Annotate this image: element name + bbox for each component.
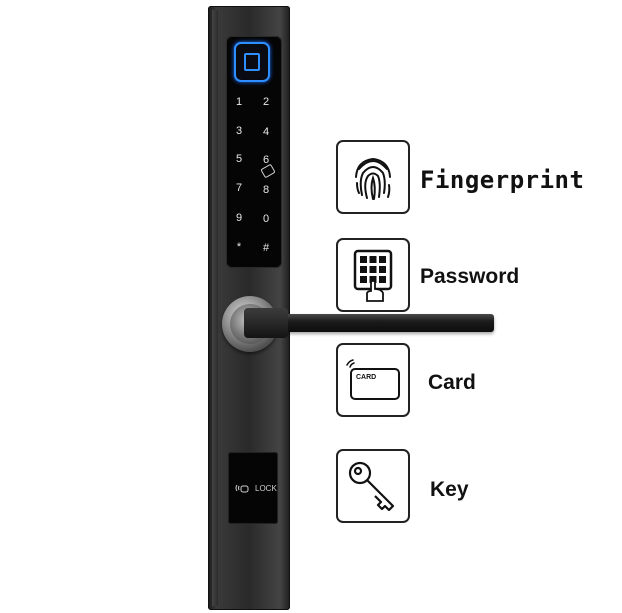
touch-icon — [235, 484, 249, 493]
key-6[interactable]: 6 — [262, 154, 270, 166]
key-5[interactable]: 5 — [235, 153, 243, 165]
door-handle-neck[interactable] — [244, 308, 288, 338]
password-feature-box — [336, 238, 410, 312]
key-label: Key — [430, 478, 469, 501]
key-3[interactable]: 3 — [235, 125, 243, 137]
door-handle-lever[interactable] — [282, 314, 494, 332]
card-icon: CARD — [346, 359, 400, 400]
key-8[interactable]: 8 — [262, 184, 270, 196]
keypad-icon — [353, 249, 393, 302]
fingerprint-feature-box — [336, 140, 410, 214]
lock-label: LOCK — [255, 484, 277, 493]
key-4[interactable]: 4 — [262, 126, 270, 138]
card-icon-text: CARD — [356, 374, 376, 381]
key-7[interactable]: 7 — [235, 182, 243, 194]
password-label: Password — [420, 265, 520, 288]
key-2[interactable]: 2 — [262, 96, 270, 108]
key-icon — [348, 461, 395, 512]
fingerprint-label: Fingerprint — [420, 166, 585, 194]
key-feature-box — [336, 449, 410, 523]
key-star[interactable]: * — [236, 241, 242, 253]
key-9[interactable]: 9 — [235, 212, 243, 224]
lock-bevel — [212, 10, 218, 606]
card-feature-box: CARD — [336, 343, 410, 417]
key-1[interactable]: 1 — [235, 96, 243, 108]
key-hash[interactable]: # — [262, 242, 270, 254]
fingerprint-sensor-pad — [244, 53, 260, 71]
key-0[interactable]: 0 — [262, 213, 270, 225]
fingerprint-icon — [355, 157, 391, 200]
card-label: Card — [428, 371, 476, 394]
fingerprint-sensor[interactable] — [234, 42, 270, 82]
